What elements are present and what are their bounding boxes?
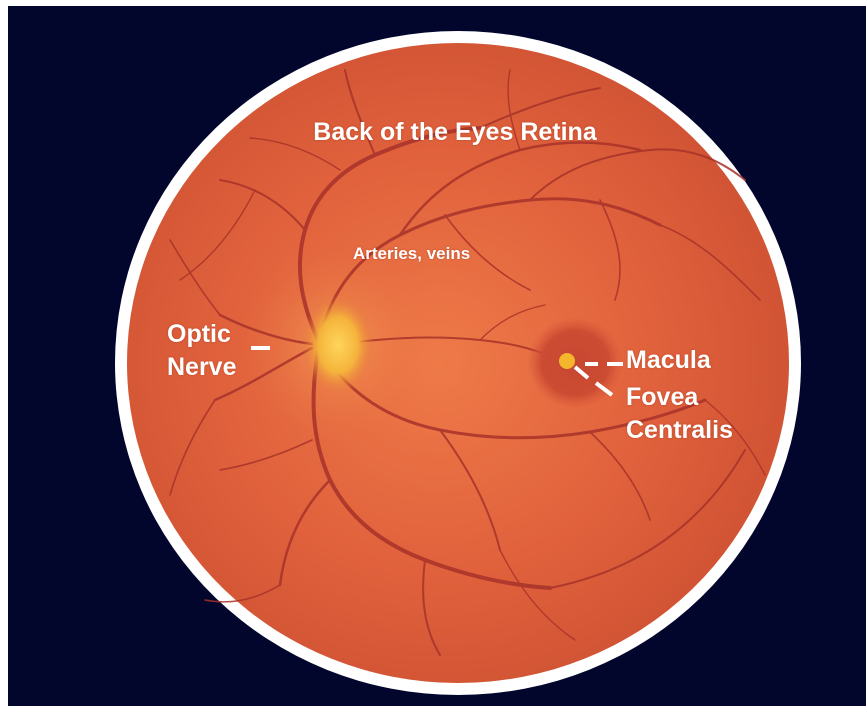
fovea-label-line2: Centralis bbox=[626, 414, 733, 447]
optic-disc bbox=[302, 295, 374, 395]
optic-nerve-label: Optic Nerve bbox=[167, 318, 237, 384]
optic-nerve-label-line1: Optic bbox=[167, 318, 237, 351]
vessels-label: Arteries, veins bbox=[353, 244, 470, 264]
fovea-label-line1: Fovea bbox=[626, 381, 733, 414]
page-title: Back of the Eyes Retina bbox=[0, 118, 866, 147]
fovea-centralis-label: Fovea Centralis bbox=[626, 381, 733, 447]
macula-label: Macula bbox=[626, 346, 711, 375]
fovea-dot bbox=[559, 353, 575, 369]
optic-nerve-label-line2: Nerve bbox=[167, 351, 237, 384]
